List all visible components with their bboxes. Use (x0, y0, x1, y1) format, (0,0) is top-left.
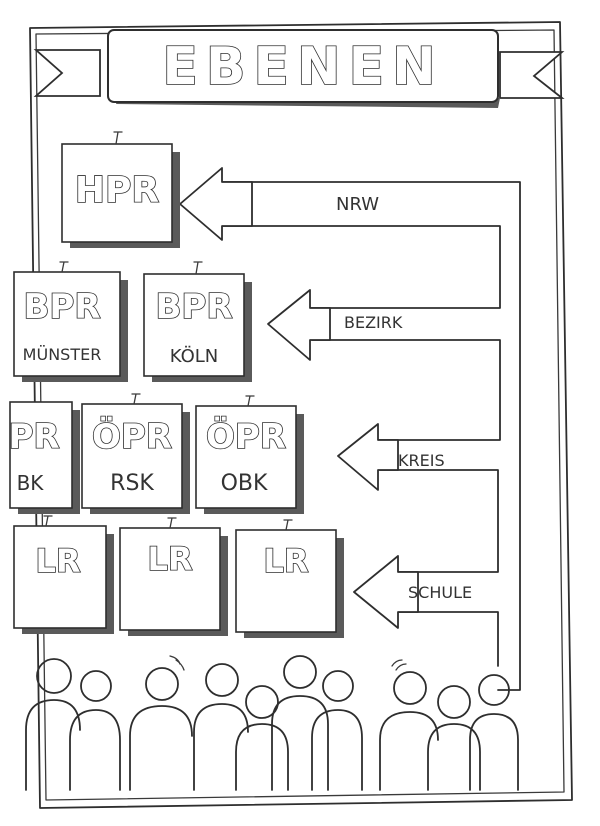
title-banner: EBENEN (33, 29, 565, 108)
card-lr-2-abbr: LR (147, 540, 192, 578)
card-bpr-muenster: BPR MÜNSTER (13, 261, 128, 382)
card-lr-3-abbr: LR (263, 542, 308, 580)
card-hpr-abbr: HPR (75, 170, 159, 211)
card-opr-rsk: ÖPR RSK (81, 393, 190, 514)
card-opr-bk-abbr: PR (8, 417, 59, 457)
person-icon (235, 685, 289, 791)
arrow-kreis (337, 423, 399, 491)
level-label-bezirk: BEZIRK (344, 313, 403, 332)
pin-icon (43, 515, 53, 527)
person-icon (379, 659, 439, 791)
pin-icon (167, 517, 177, 529)
card-bpr-muenster-place: MÜNSTER (23, 345, 102, 364)
card-bpr-koeln: BPR KÖLN (143, 261, 252, 382)
person-icon (427, 685, 481, 791)
level-label-kreis: KREIS (398, 451, 445, 470)
card-opr-bk-place: BK (17, 471, 45, 495)
arrow-schule (353, 555, 419, 629)
pin-icon (245, 395, 255, 407)
card-lr-2: LR (119, 517, 228, 636)
card-lr-1-abbr: LR (35, 542, 80, 580)
person-icon (69, 670, 121, 791)
card-bpr-muenster-abbr: BPR (23, 287, 100, 327)
card-opr-rsk-place: RSK (110, 471, 154, 496)
pin-icon (113, 131, 123, 145)
card-opr-obk-abbr: ÖPR (206, 416, 286, 457)
card-opr-obk: ÖPR OBK (195, 395, 304, 514)
card-opr-rsk-abbr: ÖPR (92, 416, 172, 457)
pin-icon (131, 393, 141, 405)
diagram-title: EBENEN (162, 37, 443, 97)
card-bpr-koeln-place: KÖLN (170, 345, 218, 367)
pin-icon (59, 261, 69, 273)
arrow-nrw (179, 167, 253, 241)
person-icon (469, 674, 519, 791)
pin-icon (283, 519, 293, 531)
card-bpr-koeln-abbr: BPR (155, 287, 232, 327)
level-label-nrw: NRW (336, 194, 379, 215)
card-opr-bk: PR BK (8, 401, 80, 514)
card-opr-obk-place: OBK (221, 471, 268, 496)
person-icon (311, 670, 363, 791)
person-icon (129, 655, 193, 791)
card-hpr: HPR (61, 131, 180, 248)
level-label-schule: SCHULE (408, 583, 472, 602)
person-icon (25, 658, 81, 791)
person-icon (193, 663, 249, 791)
card-lr-1: LR (13, 515, 114, 634)
pin-icon (193, 261, 203, 275)
arrow-bezirk (267, 289, 331, 361)
card-lr-3: LR (235, 519, 344, 638)
person-icon (271, 655, 329, 791)
people-group (25, 655, 519, 791)
